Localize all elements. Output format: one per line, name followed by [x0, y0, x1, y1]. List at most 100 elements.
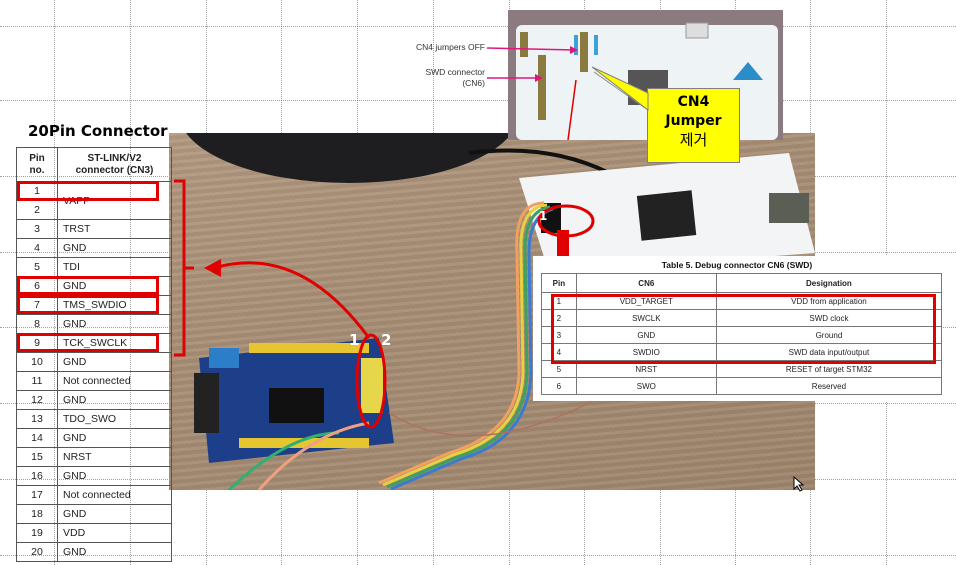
highlight-pin-9 — [17, 333, 159, 352]
swd-cell-designation: Reserved — [715, 377, 943, 395]
black-object — [186, 133, 512, 183]
photo-wiring-setup[interactable]: 1 2 1 — [169, 133, 815, 490]
swd-table-title: Table 5. Debug connector CN6 (SWD) — [661, 260, 813, 270]
pin-signal: GND — [57, 542, 172, 562]
pin-signal: TRST — [57, 219, 172, 239]
label-arrows — [486, 46, 578, 82]
pin-signal: GND — [57, 466, 172, 486]
swd-rows-highlight — [551, 294, 936, 364]
pin-signal: Not connected — [57, 371, 172, 391]
terminal-block — [209, 348, 239, 368]
pin-signal: GND — [57, 352, 172, 372]
pin-number: 14 — [16, 428, 58, 448]
swd-header-cn6: CN6 — [575, 273, 717, 293]
ethernet-jack — [769, 193, 809, 223]
grid-line — [0, 26, 956, 27]
pin-signal: GND — [57, 504, 172, 524]
highlight-pin-1 — [17, 181, 159, 201]
pin-number: 4 — [16, 238, 58, 258]
callout-line3: 제거 — [679, 131, 708, 149]
pin-number: 20 — [16, 542, 58, 562]
pin-signal: GND — [57, 238, 172, 258]
pin-signal: GND — [57, 390, 172, 410]
pin1-label: 1 — [349, 331, 360, 349]
pin-number: 2 — [16, 200, 58, 220]
pin-signal: GND — [57, 314, 172, 334]
pin-signal: VDD — [57, 523, 172, 543]
mouse-cursor-icon — [793, 476, 805, 492]
pin-number: 18 — [16, 504, 58, 524]
swd-header-pin: Pin — [541, 273, 577, 293]
pin-signal: TDO_SWO — [57, 409, 172, 429]
grid-line — [0, 555, 956, 556]
cn4-jumper-callout[interactable]: CN4 Jumper 제거 — [647, 88, 740, 163]
swd-cell-cn6: SWO — [575, 377, 717, 395]
swd-table-image: Table 5. Debug connector CN6 (SWD) Pin C… — [533, 256, 943, 401]
pin-signal: GND — [57, 428, 172, 448]
usb-cable — [468, 148, 610, 175]
swd-connector-label-line1: SWD connector — [425, 67, 485, 77]
pin-number: 17 — [16, 485, 58, 505]
pin-number: 10 — [16, 352, 58, 372]
pin-number: 12 — [16, 390, 58, 410]
callout-line2: Jumper — [665, 113, 722, 129]
target-jtag-connector — [361, 358, 383, 413]
callout-line1: CN4 — [677, 94, 710, 110]
nucleo-mcu — [636, 190, 697, 241]
cn4-arrow — [486, 47, 576, 51]
table-bracket — [174, 179, 194, 357]
pin-signal: TDI — [57, 257, 172, 277]
pin-number: 16 — [16, 466, 58, 486]
target-pin-header-bottom — [239, 438, 369, 448]
swd-cell-pin: 6 — [541, 377, 577, 395]
highlight-pin-6 — [17, 276, 159, 295]
cn4-jumpers-label: CN4 jumpers OFF — [416, 42, 485, 52]
swd-connector-label-line2: (CN6) — [462, 78, 485, 88]
pin-number: 19 — [16, 523, 58, 543]
swd-header-designation: Designation — [715, 273, 943, 293]
callout-pointer — [591, 66, 649, 112]
connector-title: 20Pin Connector — [28, 122, 168, 140]
pin2-label: 2 — [381, 331, 392, 349]
highlight-pin-7 — [17, 295, 159, 314]
pin-number: 3 — [16, 219, 58, 239]
swd-table-header: Pin CN6 Designation — [541, 273, 943, 293]
pin-number: 5 — [16, 257, 58, 277]
pin-number: 13 — [16, 409, 58, 429]
pin-number: 8 — [16, 314, 58, 334]
db9-connector — [194, 373, 219, 433]
arrow-to-table — [213, 261, 371, 339]
target-pin-header-top — [249, 343, 369, 353]
nucleo-pin1-label: 1 — [539, 209, 548, 223]
target-connector-highlight — [355, 333, 387, 429]
pin-number: 11 — [16, 371, 58, 391]
grid-line — [0, 100, 956, 101]
pin-signal: Not connected — [57, 485, 172, 505]
pin-number: 15 — [16, 447, 58, 467]
pin-signal: NRST — [57, 447, 172, 467]
